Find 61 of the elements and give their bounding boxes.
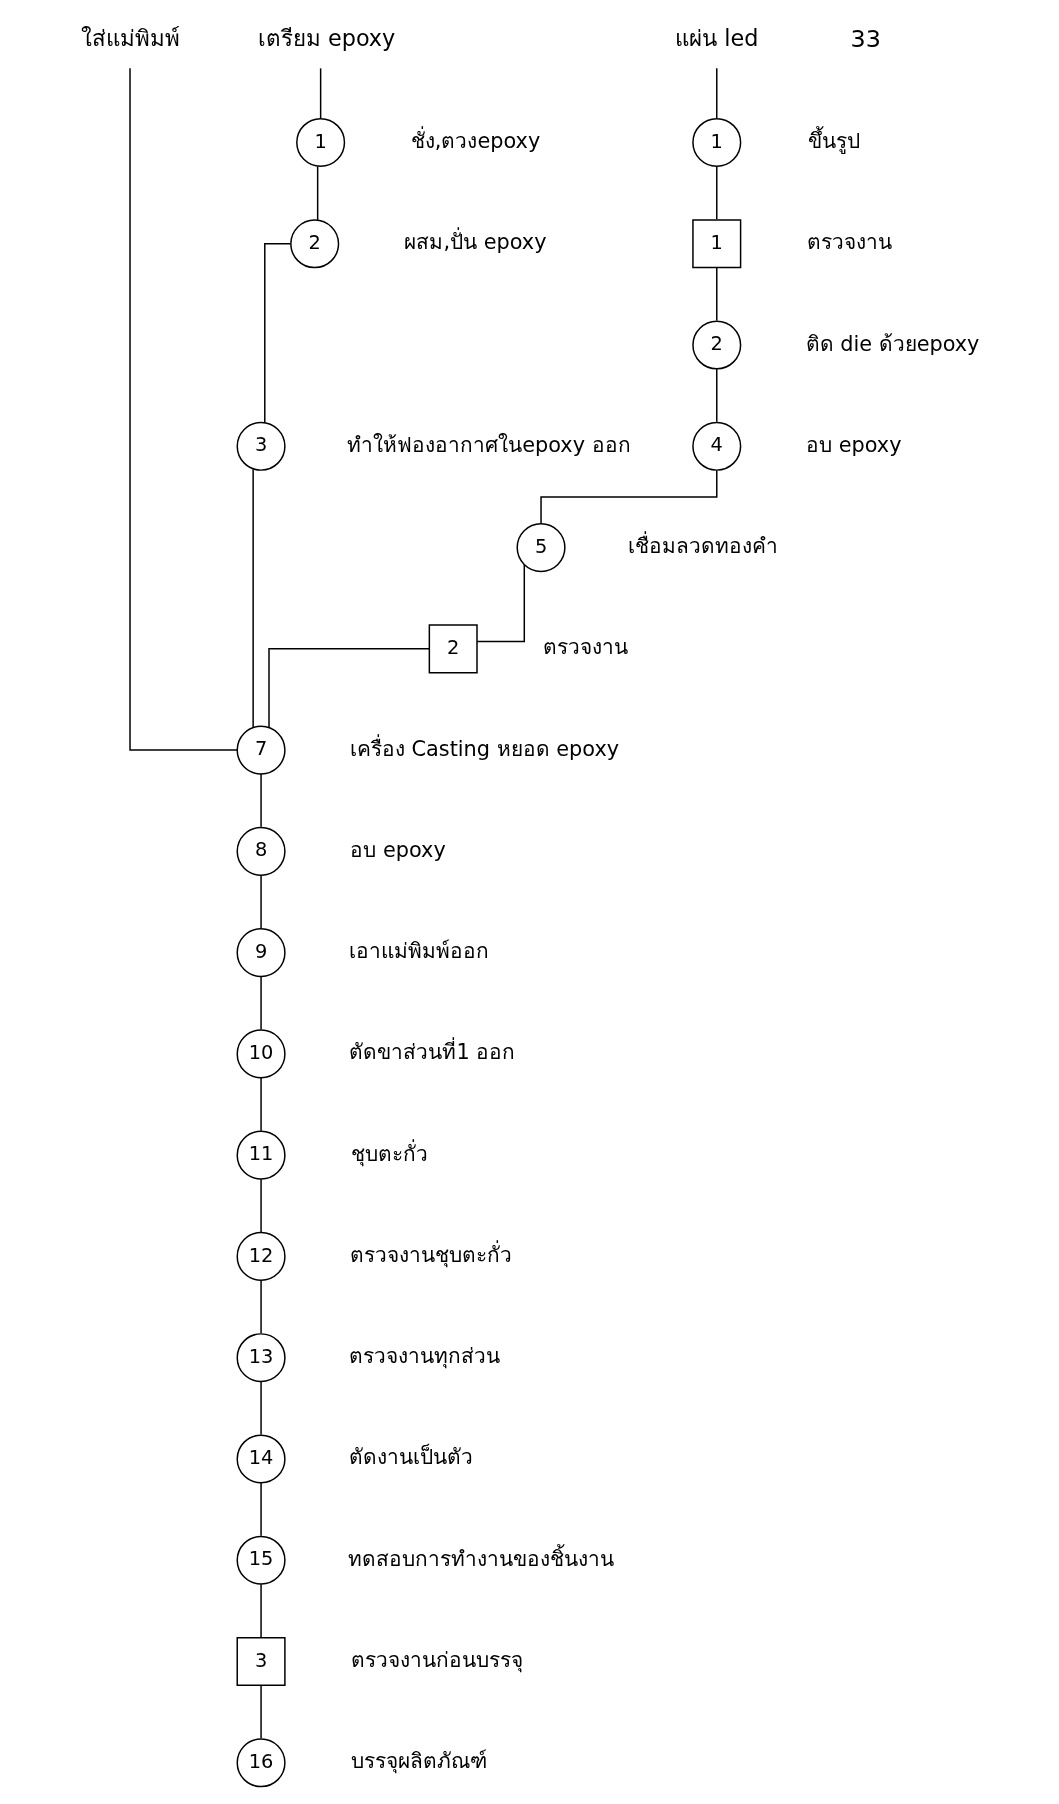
node-circle: 16 bbox=[236, 1738, 286, 1788]
node-circle: 13 bbox=[236, 1333, 286, 1383]
node-circle: 1 bbox=[692, 117, 742, 168]
connector bbox=[260, 874, 262, 929]
node-label: ทำให้ฟองอากาศในepoxy ออก bbox=[347, 432, 631, 457]
node-circle: 11 bbox=[236, 1130, 286, 1180]
connector bbox=[264, 243, 292, 424]
node-label: ทดสอบการทำงานของชิ้นงาน bbox=[348, 1546, 615, 1571]
connector bbox=[716, 368, 718, 423]
node-label: ติด die ด้วยepoxy bbox=[805, 331, 980, 356]
node-text: เตรียม epoxy bbox=[257, 25, 396, 52]
connector bbox=[260, 773, 262, 828]
node-label: ตรวจงานทุกส่วน bbox=[349, 1344, 501, 1369]
node-circle: 2 bbox=[692, 320, 742, 370]
connector bbox=[252, 468, 254, 729]
connector bbox=[260, 1178, 262, 1233]
label: 33 bbox=[850, 24, 881, 53]
connector bbox=[716, 67, 718, 119]
node-label: ชุบตะกั่ว bbox=[350, 1141, 428, 1166]
connector bbox=[716, 267, 718, 322]
node-circle: 14 bbox=[236, 1434, 286, 1484]
connector bbox=[260, 975, 262, 1031]
node-label: อบ epoxy bbox=[350, 837, 446, 862]
node-label: ตัดงานเป็นตัว bbox=[349, 1445, 474, 1470]
connector bbox=[268, 648, 430, 729]
node-circle: 5 bbox=[516, 523, 566, 573]
connector bbox=[260, 1279, 262, 1334]
node-circle: 1 bbox=[296, 117, 346, 168]
node-circle: 10 bbox=[236, 1029, 286, 1079]
node-circle: 2 bbox=[290, 219, 340, 269]
node-box: 1 bbox=[692, 219, 742, 269]
connector bbox=[316, 165, 319, 221]
connector bbox=[260, 1077, 262, 1132]
node-circle: 8 bbox=[236, 826, 286, 876]
node-circle: 9 bbox=[236, 928, 286, 978]
node-label: ตรวจงาน bbox=[543, 635, 629, 660]
connector bbox=[540, 469, 718, 525]
node-label: ตรวจงาน bbox=[806, 230, 892, 255]
connector bbox=[260, 1684, 262, 1739]
node-label: ตรวจงานก่อนบรรจุ bbox=[350, 1648, 523, 1673]
node-box: 2 bbox=[428, 624, 478, 674]
node-circle: 15 bbox=[236, 1535, 286, 1585]
node-label: เอาแม่พิมพ์ออก bbox=[348, 939, 489, 964]
node-label: อบ epoxy bbox=[806, 432, 902, 457]
connector bbox=[716, 165, 718, 220]
connector bbox=[319, 67, 322, 119]
node-label: เครื่อง Casting หยอด epoxy bbox=[349, 736, 620, 761]
connector bbox=[260, 1482, 262, 1537]
connector bbox=[260, 1380, 262, 1436]
node-box: 3 bbox=[236, 1636, 286, 1687]
node-label: ตรวจงานชุบตะกั่ว bbox=[349, 1242, 512, 1267]
node-circle: 4 bbox=[692, 421, 742, 471]
node-text: แผ่น led bbox=[675, 25, 759, 52]
node-text: ใส่แม่พิมพ์ bbox=[80, 25, 180, 52]
connector bbox=[129, 67, 238, 751]
node-label: บรรจุผลิตภัณฑ์ bbox=[350, 1749, 487, 1774]
node-circle: 7 bbox=[236, 725, 286, 775]
node-circle: 3 bbox=[236, 421, 286, 471]
node-circle: 12 bbox=[236, 1231, 286, 1281]
connector bbox=[476, 564, 526, 643]
connector bbox=[260, 1583, 262, 1638]
